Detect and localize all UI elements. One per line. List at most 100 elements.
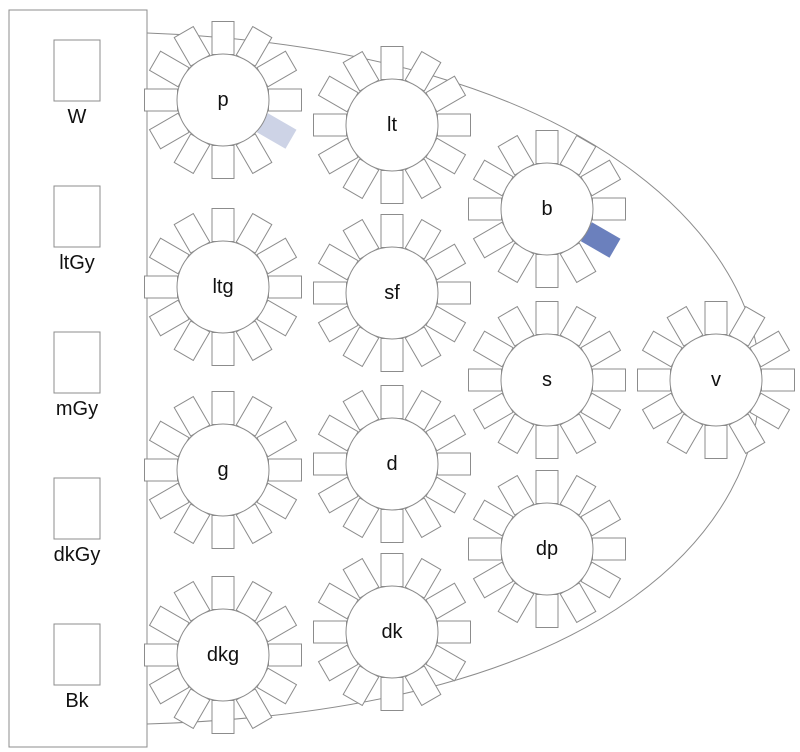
- table-top: [669, 333, 763, 427]
- chair[interactable]: [704, 301, 728, 335]
- chair[interactable]: [535, 130, 559, 164]
- table-top: [345, 78, 439, 172]
- chair-highlighted[interactable]: [256, 113, 297, 149]
- table-top: [176, 53, 270, 147]
- chair[interactable]: [535, 594, 559, 628]
- chair[interactable]: [268, 88, 302, 112]
- chair[interactable]: [268, 643, 302, 667]
- chair[interactable]: [144, 643, 178, 667]
- chair[interactable]: [592, 197, 626, 221]
- table-label: p: [217, 89, 228, 111]
- chair[interactable]: [437, 281, 471, 305]
- table-top: [176, 423, 270, 517]
- table-top: [500, 333, 594, 427]
- legend-item: ltGy: [53, 185, 101, 274]
- chair[interactable]: [380, 46, 404, 80]
- chair[interactable]: [437, 113, 471, 137]
- table-label: dp: [536, 538, 558, 560]
- table-b[interactable]: b: [468, 130, 626, 288]
- chair[interactable]: [380, 170, 404, 204]
- chair[interactable]: [380, 677, 404, 711]
- chair[interactable]: [211, 21, 235, 55]
- table-top: [176, 240, 270, 334]
- chair[interactable]: [268, 458, 302, 482]
- table-g[interactable]: g: [144, 391, 302, 549]
- table-s[interactable]: s: [468, 301, 626, 459]
- legend-swatch: [53, 331, 101, 394]
- table-ltg[interactable]: ltg: [144, 208, 302, 366]
- legend-swatch: [53, 477, 101, 540]
- table-dp[interactable]: dp: [468, 470, 626, 628]
- table-top: [345, 585, 439, 679]
- table-label: dkg: [207, 644, 239, 666]
- chair[interactable]: [268, 275, 302, 299]
- legend-item: Bk: [53, 623, 101, 712]
- chair[interactable]: [592, 537, 626, 561]
- legend-panel: [8, 9, 148, 748]
- table-top: [176, 608, 270, 702]
- legend-item: dkGy: [53, 477, 101, 566]
- chair[interactable]: [592, 368, 626, 392]
- table-label: d: [386, 453, 397, 475]
- chair[interactable]: [761, 368, 795, 392]
- chair[interactable]: [380, 553, 404, 587]
- legend-label: mGy: [56, 398, 98, 420]
- table-lt[interactable]: lt: [313, 46, 471, 204]
- chair[interactable]: [380, 214, 404, 248]
- chair[interactable]: [704, 425, 728, 459]
- chair[interactable]: [313, 113, 347, 137]
- table-label: dk: [381, 621, 403, 643]
- table-d[interactable]: d: [313, 385, 471, 543]
- chair[interactable]: [144, 275, 178, 299]
- chair[interactable]: [468, 368, 502, 392]
- chair[interactable]: [535, 470, 559, 504]
- table-v[interactable]: v: [637, 301, 795, 459]
- legend-item: W: [53, 39, 101, 128]
- chair[interactable]: [211, 332, 235, 366]
- table-label: lt: [387, 114, 397, 136]
- legend-swatch: [53, 623, 101, 686]
- table-label: s: [542, 369, 552, 391]
- chair[interactable]: [437, 452, 471, 476]
- chair[interactable]: [144, 88, 178, 112]
- chair[interactable]: [144, 458, 178, 482]
- table-sf[interactable]: sf: [313, 214, 471, 372]
- table-p[interactable]: p: [144, 21, 302, 179]
- table-top: [345, 246, 439, 340]
- chair[interactable]: [211, 391, 235, 425]
- chair[interactable]: [380, 338, 404, 372]
- chair[interactable]: [637, 368, 671, 392]
- tables: p lt b ltg sf s v g d dp dkg dk: [144, 21, 795, 734]
- chair[interactable]: [211, 208, 235, 242]
- table-label: sf: [384, 282, 400, 304]
- table-dk[interactable]: dk: [313, 553, 471, 711]
- chair[interactable]: [211, 145, 235, 179]
- chair[interactable]: [535, 425, 559, 459]
- chair[interactable]: [313, 452, 347, 476]
- chair[interactable]: [468, 537, 502, 561]
- chair[interactable]: [535, 301, 559, 335]
- chair-highlighted[interactable]: [580, 222, 621, 258]
- chair[interactable]: [380, 385, 404, 419]
- chair[interactable]: [437, 620, 471, 644]
- chair[interactable]: [380, 509, 404, 543]
- table-dkg[interactable]: dkg: [144, 576, 302, 734]
- chair[interactable]: [468, 197, 502, 221]
- chair[interactable]: [211, 576, 235, 610]
- legend-label: ltGy: [59, 252, 95, 274]
- legend-label: Bk: [65, 690, 89, 712]
- chair[interactable]: [535, 254, 559, 288]
- chair[interactable]: [313, 620, 347, 644]
- table-top: [500, 162, 594, 256]
- legend-item: mGy: [53, 331, 101, 420]
- legend-label: dkGy: [54, 544, 101, 566]
- chair[interactable]: [211, 515, 235, 549]
- table-label: ltg: [212, 276, 233, 298]
- chair[interactable]: [313, 281, 347, 305]
- table-top: [345, 417, 439, 511]
- chair[interactable]: [211, 700, 235, 734]
- table-label: b: [541, 198, 552, 220]
